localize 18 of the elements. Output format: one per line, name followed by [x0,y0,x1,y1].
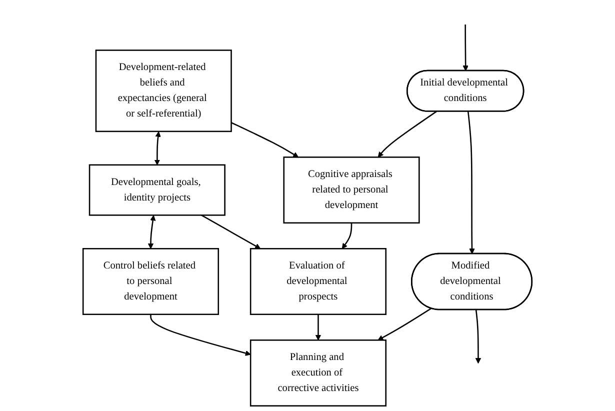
node-box: Development-related beliefs and expectancies (general or self-referential) [95,50,232,132]
node-box: Cognitive appraisals related to personal development [283,156,420,224]
arrow [378,110,437,158]
arrow [150,314,251,356]
arrow [378,308,432,340]
arrow [462,24,468,72]
arrow [475,310,482,364]
node-box: Evaluation of developmental prospects [250,248,386,316]
arrow [342,222,352,249]
node-box: Control beliefs related to personal development [82,248,220,316]
arrow [315,314,322,340]
arrow [230,122,299,158]
node-box: Planning and execution of corrective activities [250,340,386,406]
arrow [154,131,161,166]
arrow [467,111,475,254]
arrow [148,215,156,249]
arrow [201,214,261,249]
node-box: Developmental goals, identity projects [88,164,226,216]
